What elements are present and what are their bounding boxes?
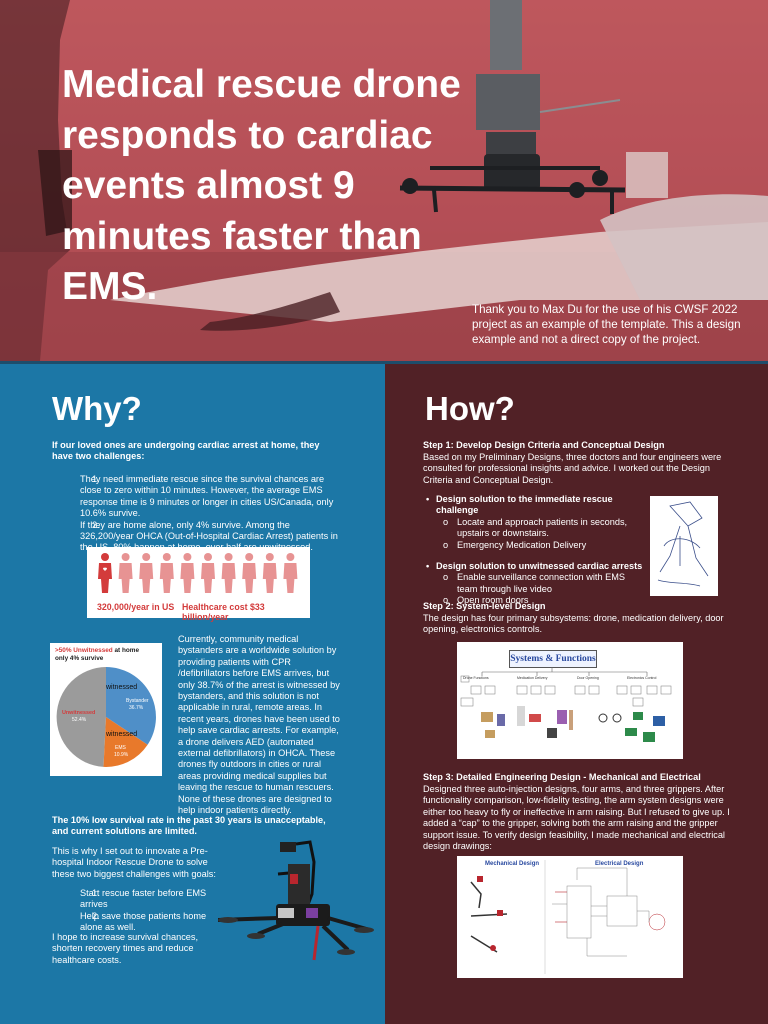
hope-paragraph: I hope to increase survival chances, sho… [52,932,199,965]
bystander-paragraph: Currently, community medical bystanders … [178,634,340,816]
pie-val-unwitnessed: 52.4% [72,717,87,723]
electrical-design-label: Electrical Design [595,861,644,867]
why-intro: If our loved ones are undergoing cardiac… [52,440,320,462]
systems-title: Systems & Functions [509,650,597,668]
pie-label-ems: EMS [115,745,126,751]
pie-title: >50% Unwitnessed at home only 4% survive [55,647,139,662]
pie-witnessed-lower: witnessed [106,731,138,738]
person-icon [283,553,298,593]
person-icon [180,553,195,593]
pie-slice-unwitnessed [56,667,106,767]
pie-slice-bystander [106,667,156,745]
solution-item: •Design solution to the immediate rescue… [423,494,645,551]
step1-title: Step 1: Develop Design Criteria and Conc… [423,440,665,450]
pie-label-bystander: Bystander [126,698,149,704]
person-icon [159,553,174,593]
person-icon [98,553,112,593]
systems-diagram: Systems & Functions [457,642,683,759]
concept-sketch [650,496,718,596]
person-icon [221,553,236,593]
design-drawings: Mechanical Design Electrical Design [457,856,683,978]
how-heading: How? [425,390,515,427]
pie-label-unwitnessed: Unwitnessed [62,710,96,716]
hero-title: Medical rescue drone responds to cardiac… [62,63,461,308]
concept-sketch-drawing [657,501,709,587]
goals-list: 1.Start rescue faster before EMS arrives… [52,888,228,934]
why-panel: Why? If our loved ones are undergoing ca… [0,364,385,1024]
goal-item: 2.Help save those patients home alone as… [80,910,207,933]
design-drawings-art [470,860,666,974]
pie-slice-ems [103,717,148,767]
systems-tree [460,667,672,742]
innovate-paragraph: This is why I set out to innovate a Pre-… [52,846,216,879]
systems-col-drone: Drone Functions [463,676,489,680]
person-icon [118,553,133,593]
unacceptable-statement: The 10% low survival rate in the past 30… [52,815,326,837]
systems-col-medication: Medication Delivery [517,676,548,680]
person-icon [242,553,257,593]
step2-text: The design has four primary subsystems: … [423,613,724,635]
rescue-drone-image [218,840,374,961]
drone-graphic [399,0,626,214]
challenge-item: 1.They need immediate rescue since the s… [80,474,334,519]
pie-val-bystander: 36.7% [129,705,144,711]
stat-per-year: 320,000/year in US [97,602,175,612]
step3-title: Step 3: Detailed Engineering Design - Me… [423,772,701,782]
step1-text: Based on my Preliminary Designs, three d… [423,452,722,485]
people-icons [98,553,298,593]
hero-acknowledgement: Thank you to Max Du for the use of his C… [472,303,741,346]
why-heading: Why? [52,390,142,427]
stat-cost: Healthcare cost $33 billion/year [182,602,265,622]
systems-col-door: Door Opening [577,676,599,680]
step3-text: Designed three auto-injection designs, f… [423,784,730,852]
person-icon [139,553,154,593]
person-icon [201,553,215,593]
hero-drone-photo [0,0,768,361]
pie-card: >50% Unwitnessed at home only 4% survive… [50,643,162,776]
design-solutions-list: •Design solution to the immediate rescue… [423,494,645,607]
stats-card: 320,000/year in US Healthcare cost $33 b… [87,547,310,622]
hero-banner: Medical rescue drone responds to cardiac… [0,0,768,361]
goal-item: 1.Start rescue faster before EMS arrives [80,888,207,910]
pie-witnessed-upper: witnessed [106,684,138,691]
how-panel: How? Step 1: Develop Design Criteria and… [385,364,768,1024]
pie-chart [56,667,156,767]
challenges-list: 1.They need immediate rescue since the s… [52,474,344,554]
solution-item: •Design solution to unwitnessed cardiac … [423,561,645,607]
pie-val-ems: 10.9% [114,752,129,758]
mechanical-design-label: Mechanical Design [485,861,540,867]
hero-divider [0,361,768,364]
person-icon [262,553,277,593]
systems-col-electronics: Electronics Control [627,676,657,680]
step2-title: Step 2: System-level Design [423,601,546,611]
